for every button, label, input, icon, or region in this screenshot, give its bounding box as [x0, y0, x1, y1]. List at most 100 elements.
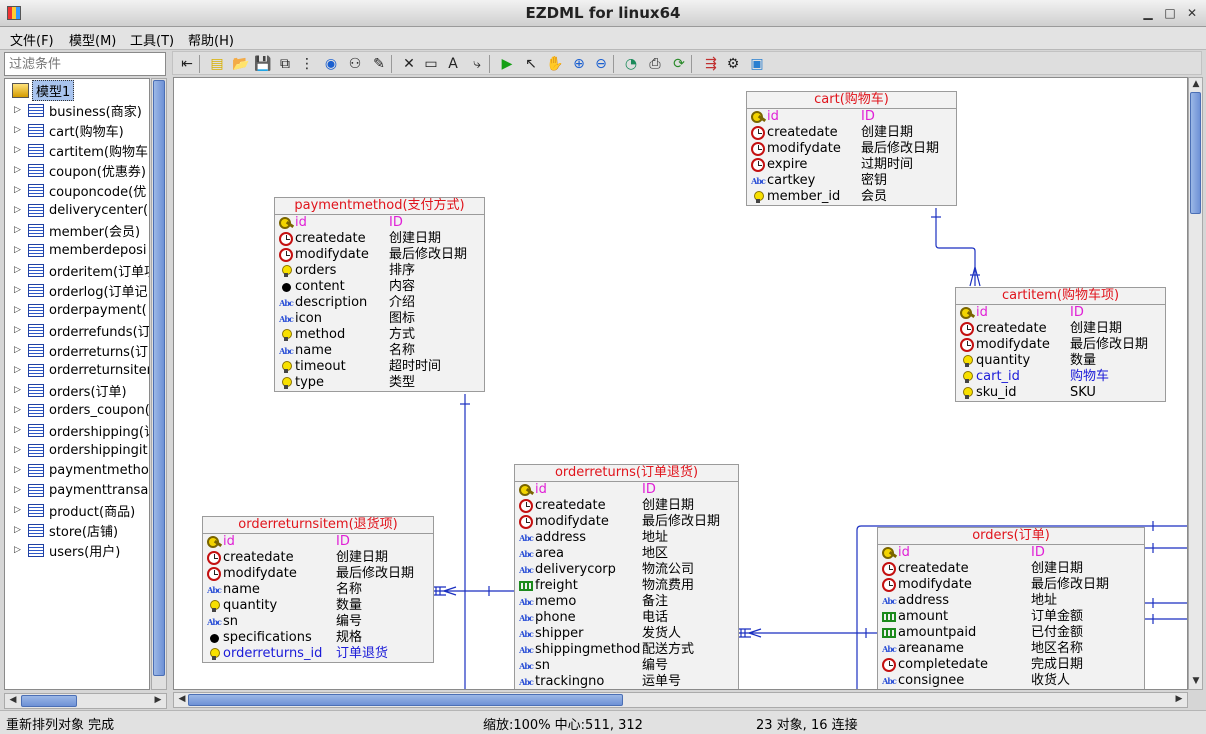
expand-arrow-icon[interactable]: ▷ [14, 105, 21, 115]
tree-item[interactable]: ▷ordershippingit [5, 440, 148, 460]
menu-help[interactable]: 帮助(H) [188, 34, 234, 49]
open-icon[interactable]: 📂 [232, 56, 250, 72]
zoom-out-icon[interactable]: ⊖ [595, 56, 607, 72]
expand-arrow-icon[interactable]: ▷ [14, 245, 21, 255]
tree-item[interactable]: ▷business(商家) [5, 100, 142, 120]
scroll-down-icon[interactable]: ▼ [1192, 676, 1200, 686]
export-icon[interactable]: ⇶ [705, 56, 717, 72]
tree-item[interactable]: ▷orders_coupon( [5, 400, 149, 420]
edit-icon[interactable]: ✎ [373, 56, 385, 72]
globe-icon[interactable]: ◉ [324, 56, 338, 72]
scroll-right-icon[interactable]: ▶ [1175, 694, 1183, 704]
panel-toggle-icon[interactable]: ⇤ [181, 56, 193, 72]
expand-arrow-icon[interactable]: ▷ [14, 505, 21, 515]
tree-item[interactable]: ▷deliverycenter( [5, 200, 148, 220]
tree-item[interactable]: ▷orders(订单) [5, 380, 127, 400]
settings-icon[interactable]: ⚙ [726, 56, 740, 72]
tree-item[interactable]: ▷users(用户) [5, 540, 120, 560]
tree-item[interactable]: ▷paymentmetho [5, 460, 149, 480]
scroll-up-icon[interactable]: ▲ [1192, 79, 1200, 89]
tree-item[interactable]: ▷orderlog(订单记 [5, 280, 148, 300]
tree-scroll-thumb[interactable] [153, 80, 165, 676]
expand-arrow-icon[interactable]: ▷ [14, 285, 21, 295]
menu-model[interactable]: 模型(M) [69, 34, 117, 49]
tree-item[interactable]: ▷couponcode(优 [5, 180, 146, 200]
expand-arrow-icon[interactable]: ▷ [14, 445, 21, 455]
tree-item[interactable]: ▷store(店铺) [5, 520, 118, 540]
tree-item[interactable]: ▷ordershipping(订 [5, 420, 149, 440]
canvas-horizontal-scrollbar[interactable]: ◀ ▶ [173, 692, 1188, 708]
expand-arrow-icon[interactable]: ▷ [14, 405, 21, 415]
expand-arrow-icon[interactable]: ▷ [14, 185, 21, 195]
tree-item[interactable]: ▷coupon(优惠券) [5, 160, 146, 180]
tree-vertical-scrollbar[interactable] [151, 78, 167, 690]
tree-horizontal-scrollbar[interactable]: ◀ ▶ [4, 693, 167, 709]
expand-arrow-icon[interactable]: ▷ [14, 325, 21, 335]
tree-item[interactable]: ▷orderitem(订单项 [5, 260, 149, 280]
expand-arrow-icon[interactable]: ▷ [14, 145, 21, 155]
filter-input[interactable] [4, 52, 166, 76]
hand-icon[interactable]: ✋ [546, 56, 564, 72]
eye-icon[interactable]: ◔ [624, 56, 638, 72]
expand-arrow-icon[interactable]: ▷ [14, 385, 21, 395]
expand-arrow-icon[interactable]: ▷ [14, 205, 21, 215]
tree-root[interactable]: 模型1 [5, 79, 75, 101]
close-icon[interactable]: ✕ [1186, 6, 1198, 20]
entity-icon[interactable]: ▭ [424, 56, 438, 72]
tree-item[interactable]: ▷orderreturns(订 [5, 340, 148, 360]
tree-item[interactable]: ▷cart(购物车) [5, 120, 124, 140]
run-icon[interactable]: ▶ [501, 56, 513, 72]
save-as-icon[interactable]: ⧉ [280, 56, 290, 72]
expand-arrow-icon[interactable]: ▷ [14, 265, 21, 275]
minimize-icon[interactable]: ▁ [1143, 6, 1153, 20]
tree-item[interactable]: ▷orderreturnsiter [5, 360, 149, 380]
text-icon[interactable]: A [448, 56, 458, 72]
binoculars-icon[interactable]: ⚇ [348, 56, 362, 72]
tree-item[interactable]: ▷member(会员) [5, 220, 140, 240]
tree-item[interactable]: ▷paymenttransa [5, 480, 148, 500]
delete-icon[interactable]: ✕ [403, 56, 415, 72]
print-icon[interactable]: ⎙ [649, 56, 661, 72]
